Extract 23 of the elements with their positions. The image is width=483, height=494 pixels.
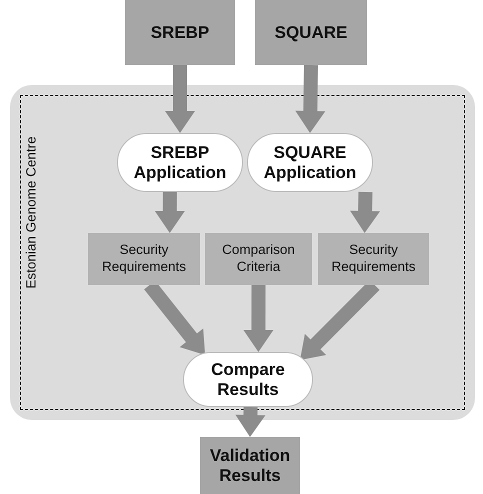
node-label: SQUARE	[274, 22, 348, 42]
input-box	[200, 437, 300, 494]
node-label: SQUARE Application	[262, 142, 358, 182]
input-box	[125, 0, 235, 65]
arrow	[350, 192, 380, 233]
node-label: Security Requirements	[330, 242, 417, 276]
criteria-box	[205, 233, 312, 285]
node-label: Security Requirements	[100, 242, 188, 276]
arrow	[235, 406, 266, 437]
arrow	[154, 192, 185, 233]
node-label: SREBP Application	[132, 142, 228, 182]
node-label: Validation Results	[208, 446, 292, 486]
arrow	[243, 285, 274, 352]
input-box	[255, 0, 367, 65]
region-label: Estonian Genome Centre	[24, 135, 38, 291]
node-label: Compare Results	[210, 360, 286, 400]
node-label: SREBP	[150, 22, 210, 42]
criteria-box	[318, 233, 429, 285]
process-pill	[183, 352, 313, 407]
arrow	[165, 65, 195, 133]
arrow	[295, 64, 326, 133]
node-label: Comparison Criteria	[221, 242, 296, 276]
criteria-box	[88, 233, 200, 285]
